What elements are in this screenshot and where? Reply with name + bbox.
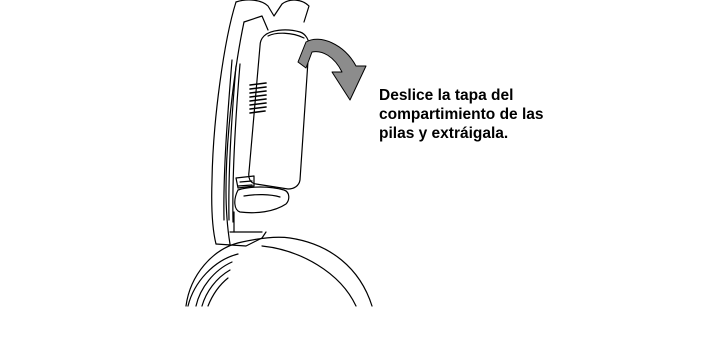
battery-lid-icon (233, 29, 310, 233)
ear-cushion-icon (185, 236, 373, 307)
slide-direction-arrow-icon (297, 38, 367, 101)
instruction-line-1: Deslice la tapa del (379, 87, 514, 104)
instruction-line-3: pilas y extráigala. (379, 125, 509, 142)
headband-icon (211, 0, 310, 247)
instruction-text: Deslice la tapa del compartimiento de la… (379, 86, 609, 143)
instruction-line-2: compartimiento de las (379, 106, 544, 123)
